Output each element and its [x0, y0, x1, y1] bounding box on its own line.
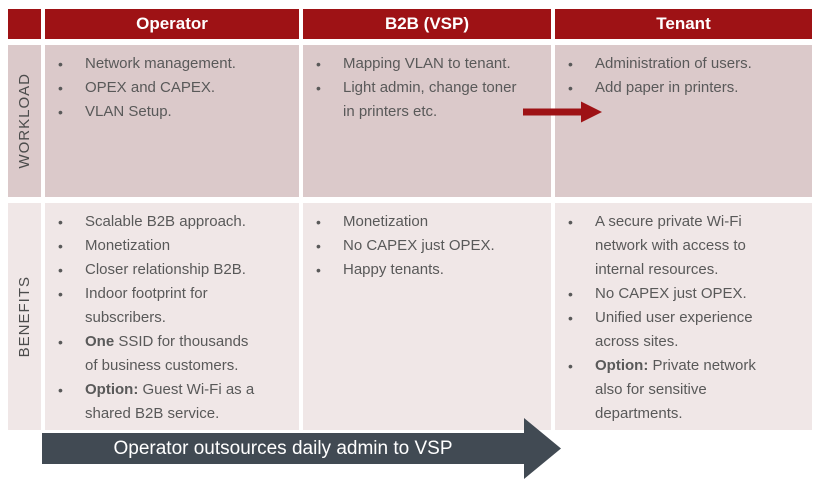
header-corner-cell — [8, 9, 41, 39]
bullet-icon: • — [316, 80, 321, 96]
bottom-arrow-label: Operator outsources daily admin to VSP — [113, 438, 453, 459]
bullet-icon: • — [568, 358, 573, 374]
list-item: •Mapping VLAN to tenant. — [316, 52, 518, 76]
list-item: •Add paper in printers. — [568, 76, 770, 100]
row-label-cell-benefits: BENEFITS — [8, 203, 41, 430]
bullet-icon: • — [568, 80, 573, 96]
cell-workload-operator: •Network management. •OPEX and CAPEX. •V… — [45, 45, 299, 197]
bullet-icon: • — [316, 214, 321, 230]
column-header-tenant: Tenant — [555, 9, 812, 39]
cell-workload-b2b: •Mapping VLAN to tenant. •Light admin, c… — [303, 45, 551, 197]
list-item: •Closer relationship B2B. — [58, 258, 260, 282]
list-item: •OPEX and CAPEX. — [58, 76, 260, 100]
list-item: •Option: Private network also for sensit… — [568, 354, 770, 426]
bullet-icon: • — [58, 262, 63, 278]
bullet-icon: • — [316, 262, 321, 278]
column-header-operator: Operator — [45, 9, 299, 39]
bullet-icon: • — [58, 382, 63, 398]
bullet-icon: • — [568, 286, 573, 302]
handover-arrow-icon — [523, 101, 602, 123]
comparison-table: Operator B2B (VSP) Tenant WORKLOAD •Netw… — [8, 9, 812, 430]
list-item: •Administration of users. — [568, 52, 770, 76]
list-item: •Monetization — [58, 234, 260, 258]
list-item: •Unified user experience across sites. — [568, 306, 770, 354]
list-item: •Happy tenants. — [316, 258, 518, 282]
row-label-cell-workload: WORKLOAD — [8, 45, 41, 197]
bullet-icon: • — [568, 310, 573, 326]
bullet-icon: • — [316, 56, 321, 72]
bottom-arrow: Operator outsources daily admin to VSP — [42, 417, 562, 480]
right-arrow-shape-icon — [42, 418, 561, 479]
list-item: •No CAPEX just OPEX. — [568, 282, 770, 306]
cell-benefits-b2b: •Monetization •No CAPEX just OPEX. •Happ… — [303, 203, 551, 430]
bullet-icon: • — [568, 214, 573, 230]
list-item: •Option: Guest Wi-Fi as a shared B2B ser… — [58, 378, 260, 426]
list-item: •VLAN Setup. — [58, 100, 260, 124]
bullet-icon: • — [58, 238, 63, 254]
list-item: •Monetization — [316, 210, 518, 234]
bullet-icon: • — [58, 56, 63, 72]
row-label-benefits: BENEFITS — [16, 275, 33, 358]
list-item: •Scalable B2B approach. — [58, 210, 260, 234]
list-item: •One SSID for thousands of business cust… — [58, 330, 260, 378]
cell-benefits-tenant: •A secure private Wi-Fi network with acc… — [555, 203, 812, 430]
bullet-icon: • — [58, 286, 63, 302]
list-item: •A secure private Wi-Fi network with acc… — [568, 210, 770, 282]
list-item: •Indoor footprint for subscribers. — [58, 282, 260, 330]
bullet-icon: • — [58, 80, 63, 96]
bullet-icon: • — [316, 238, 321, 254]
column-header-b2b-vsp: B2B (VSP) — [303, 9, 551, 39]
bullet-icon: • — [568, 56, 573, 72]
list-item: •Light admin, change toner in printers e… — [316, 76, 518, 124]
list-item: •Network management. — [58, 52, 260, 76]
bullet-icon: • — [58, 214, 63, 230]
row-label-workload: WORKLOAD — [16, 73, 33, 169]
cell-benefits-operator: •Scalable B2B approach. •Monetization •C… — [45, 203, 299, 430]
cell-workload-tenant: •Administration of users. •Add paper in … — [555, 45, 812, 197]
bullet-icon: • — [58, 104, 63, 120]
list-item: •No CAPEX just OPEX. — [316, 234, 518, 258]
bullet-icon: • — [58, 334, 63, 350]
